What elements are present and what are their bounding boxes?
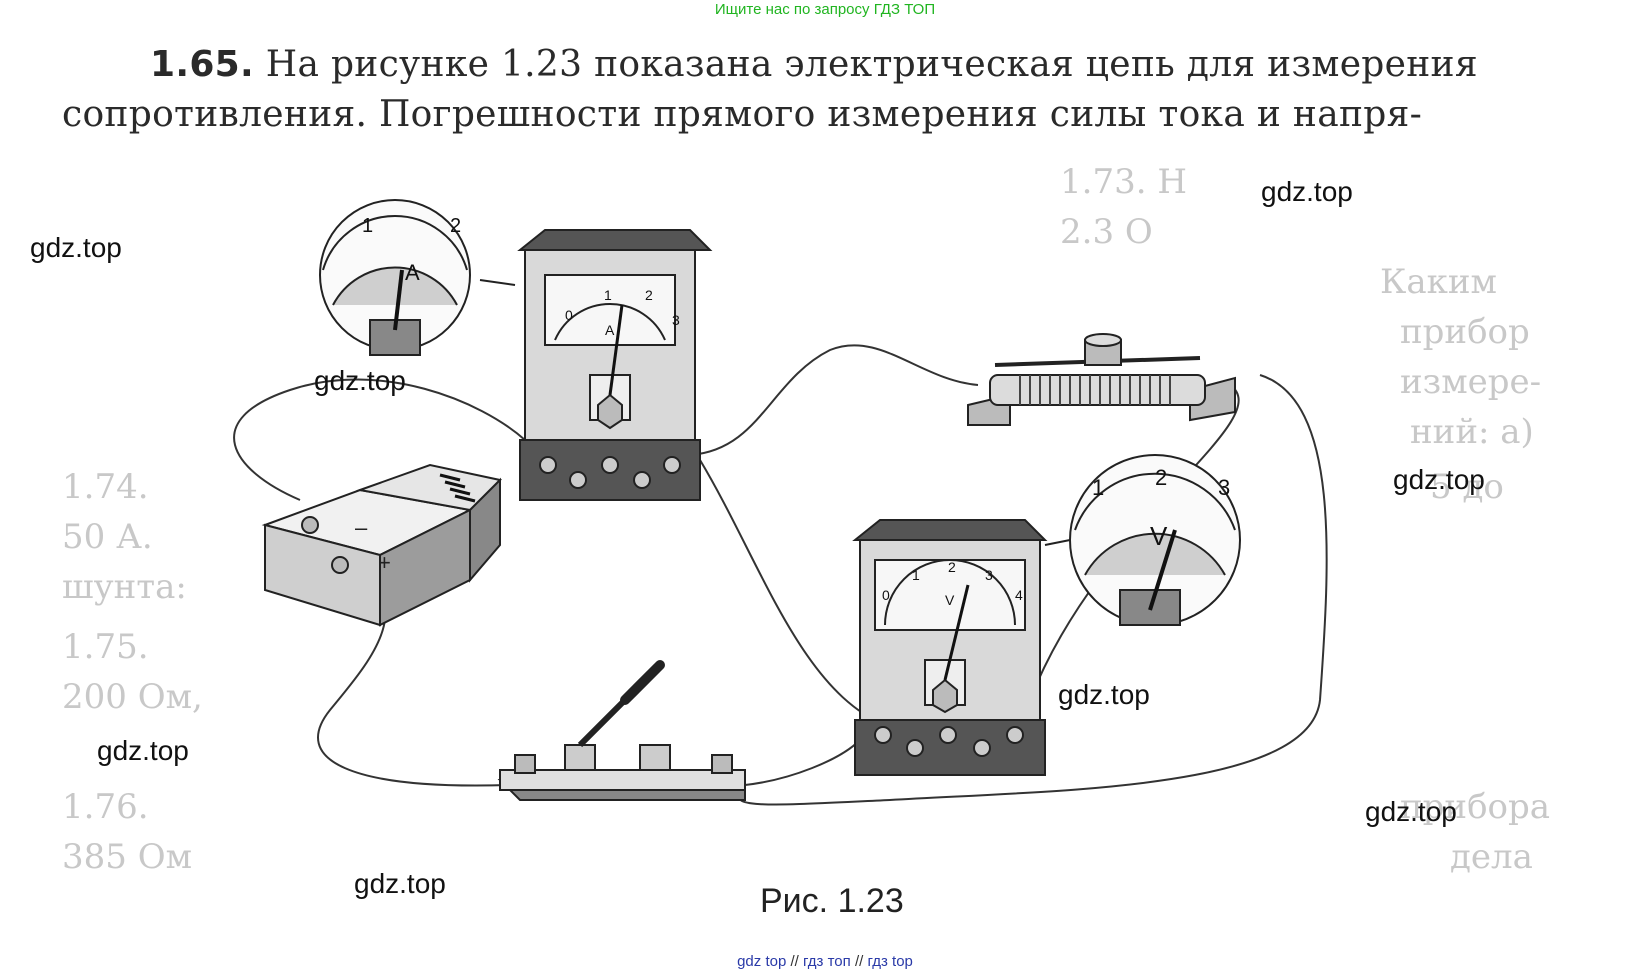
voltmeter-zoom-scale-2: 2 xyxy=(1155,465,1167,490)
voltmeter-zoom-scale-1: 1 xyxy=(1092,475,1104,500)
wire-ammeter-rheostat xyxy=(689,344,979,456)
watermark-3: gdz.top xyxy=(1261,176,1353,207)
voltmeter-unit: V xyxy=(945,592,955,608)
wire-battery-ammeter xyxy=(233,378,526,501)
voltmeter-zoom-scale-3: 3 xyxy=(1218,475,1230,500)
problem-text: 1.65. На рисунке 1.23 показана электриче… xyxy=(62,40,1622,140)
battery xyxy=(261,463,503,627)
voltmeter xyxy=(852,519,1048,776)
watermark-6: gdz.top xyxy=(97,735,189,766)
watermark-8: gdz.top xyxy=(354,868,446,899)
voltmeter-scale-4: 4 xyxy=(1015,587,1023,603)
problem-line-2: сопротивления. Погрешности прямого измер… xyxy=(62,94,1423,135)
ammeter-zoom-unit: A xyxy=(405,260,420,285)
bottom-separator-1: // xyxy=(790,953,799,970)
ammeter xyxy=(517,229,713,501)
watermark-1: gdz.top xyxy=(30,232,122,263)
battery-plus-label: + xyxy=(378,550,391,575)
voltmeter-scale-0: 0 xyxy=(882,587,890,603)
bottom-link-1[interactable]: gdz top xyxy=(737,953,787,970)
bottom-link-3[interactable]: гдз top xyxy=(867,953,913,970)
ammeter-scale-0: 0 xyxy=(565,307,573,323)
search-banner: Ищите нас по запросу ГДЗ ТОП xyxy=(714,1,936,18)
voltmeter-scale-3: 3 xyxy=(985,567,993,583)
bottom-links: gdz top // гдз топ // гдз top xyxy=(0,953,1650,970)
voltmeter-zoom-unit: V xyxy=(1150,521,1168,551)
ammeter-scale-1: 1 xyxy=(604,287,612,303)
bottom-link-2[interactable]: гдз топ xyxy=(803,953,851,970)
knife-switch xyxy=(497,660,746,801)
voltmeter-scale-1: 1 xyxy=(912,567,920,583)
ammeter-zoom-scale-1: 1 xyxy=(362,215,373,237)
rheostat xyxy=(967,333,1236,426)
bottom-separator-2: // xyxy=(854,953,864,970)
wire-rheostat-loop xyxy=(738,374,1328,806)
ammeter-unit: A xyxy=(605,322,615,338)
watermark-4: gdz.top xyxy=(1393,464,1485,495)
ammeter-zoom-scale-2: 2 xyxy=(450,215,461,237)
wire-voltmeter-ammeter xyxy=(699,459,886,726)
ammeter-scale-2: 2 xyxy=(645,287,653,303)
watermark-7: gdz.top xyxy=(1365,796,1457,827)
problem-line-1: На рисунке 1.23 показана электрическая ц… xyxy=(265,44,1478,85)
ammeter-zoom xyxy=(319,199,516,356)
watermark-5: gdz.top xyxy=(1058,679,1150,710)
figure-caption: Рис. 1.23 xyxy=(760,882,904,920)
problem-number: 1.65. xyxy=(150,44,254,85)
wire-switch-voltmeter xyxy=(744,739,861,786)
voltmeter-zoom xyxy=(1044,454,1241,626)
battery-minus-label: – xyxy=(355,515,368,540)
voltmeter-scale-2: 2 xyxy=(948,559,956,575)
watermark-2: gdz.top xyxy=(314,365,406,396)
ammeter-scale-3: 3 xyxy=(672,312,680,328)
